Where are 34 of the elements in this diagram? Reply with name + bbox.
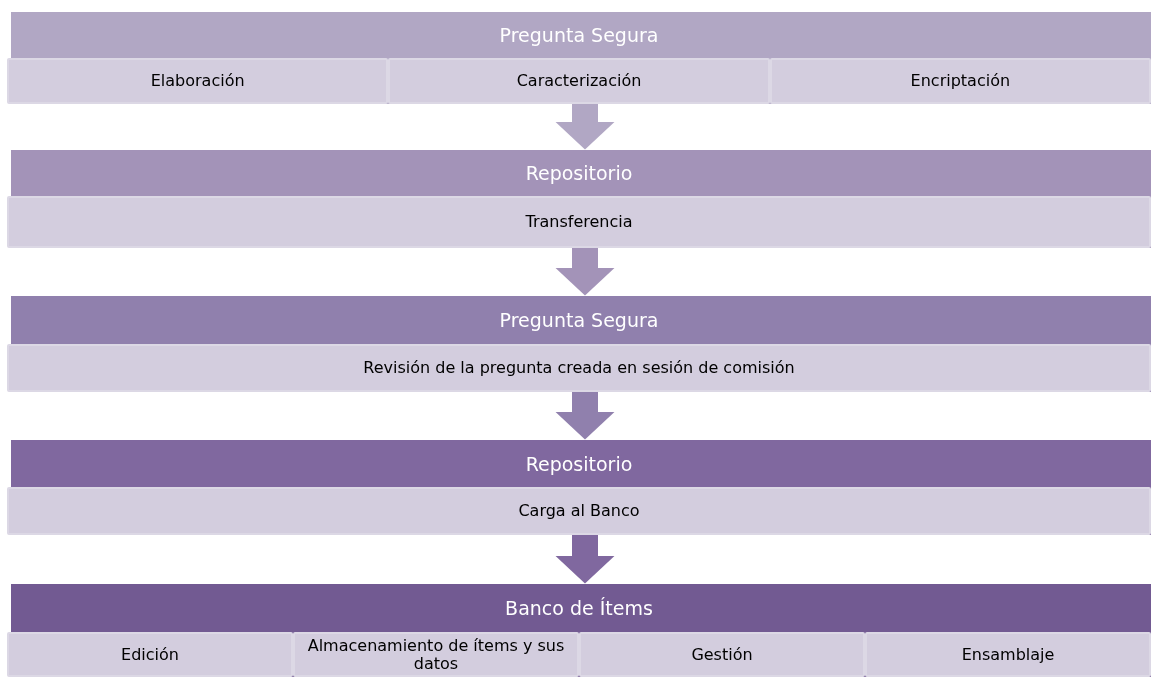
block-arrow bbox=[555, 535, 615, 584]
stage-title: Repositorio bbox=[525, 452, 633, 475]
stage-band bbox=[7, 12, 1151, 104]
step-label: Transferencia bbox=[525, 213, 633, 231]
step-box bbox=[769, 58, 1151, 104]
step-box bbox=[865, 632, 1151, 677]
step-box bbox=[7, 632, 293, 677]
block-arrow bbox=[555, 104, 615, 150]
step-label: Ensamblaje bbox=[961, 645, 1055, 664]
step-label: Caracterización bbox=[516, 72, 642, 90]
stage-title: Pregunta Segura bbox=[499, 309, 659, 331]
stage-band bbox=[7, 584, 1151, 677]
step-box bbox=[7, 344, 1151, 392]
step-box bbox=[579, 632, 865, 677]
step-label: Elaboración bbox=[150, 72, 245, 90]
stage-title: Repositorio bbox=[525, 162, 633, 184]
step-box bbox=[7, 487, 1151, 535]
step-label: Almacenamiento de ítems y sus datos bbox=[306, 636, 566, 673]
step-label: Revisión de la pregunta creada en sesión de comisión bbox=[363, 359, 795, 377]
step-label: Encriptación bbox=[910, 72, 1011, 90]
step-label: Carga al Banco bbox=[518, 502, 640, 520]
stage-band bbox=[7, 150, 1151, 248]
step-label: Gestión bbox=[691, 645, 753, 664]
block-arrow bbox=[555, 392, 615, 440]
step-label: Edición bbox=[121, 645, 179, 664]
step-box bbox=[293, 632, 579, 677]
stage-title: Banco de Ítems bbox=[505, 597, 653, 619]
step-box bbox=[7, 58, 389, 104]
block-arrow bbox=[555, 248, 615, 296]
step-box bbox=[7, 196, 1151, 248]
stage-title: Pregunta Segura bbox=[499, 24, 659, 46]
stage-band bbox=[7, 440, 1151, 535]
step-box bbox=[388, 58, 770, 104]
stage-band bbox=[7, 296, 1151, 392]
